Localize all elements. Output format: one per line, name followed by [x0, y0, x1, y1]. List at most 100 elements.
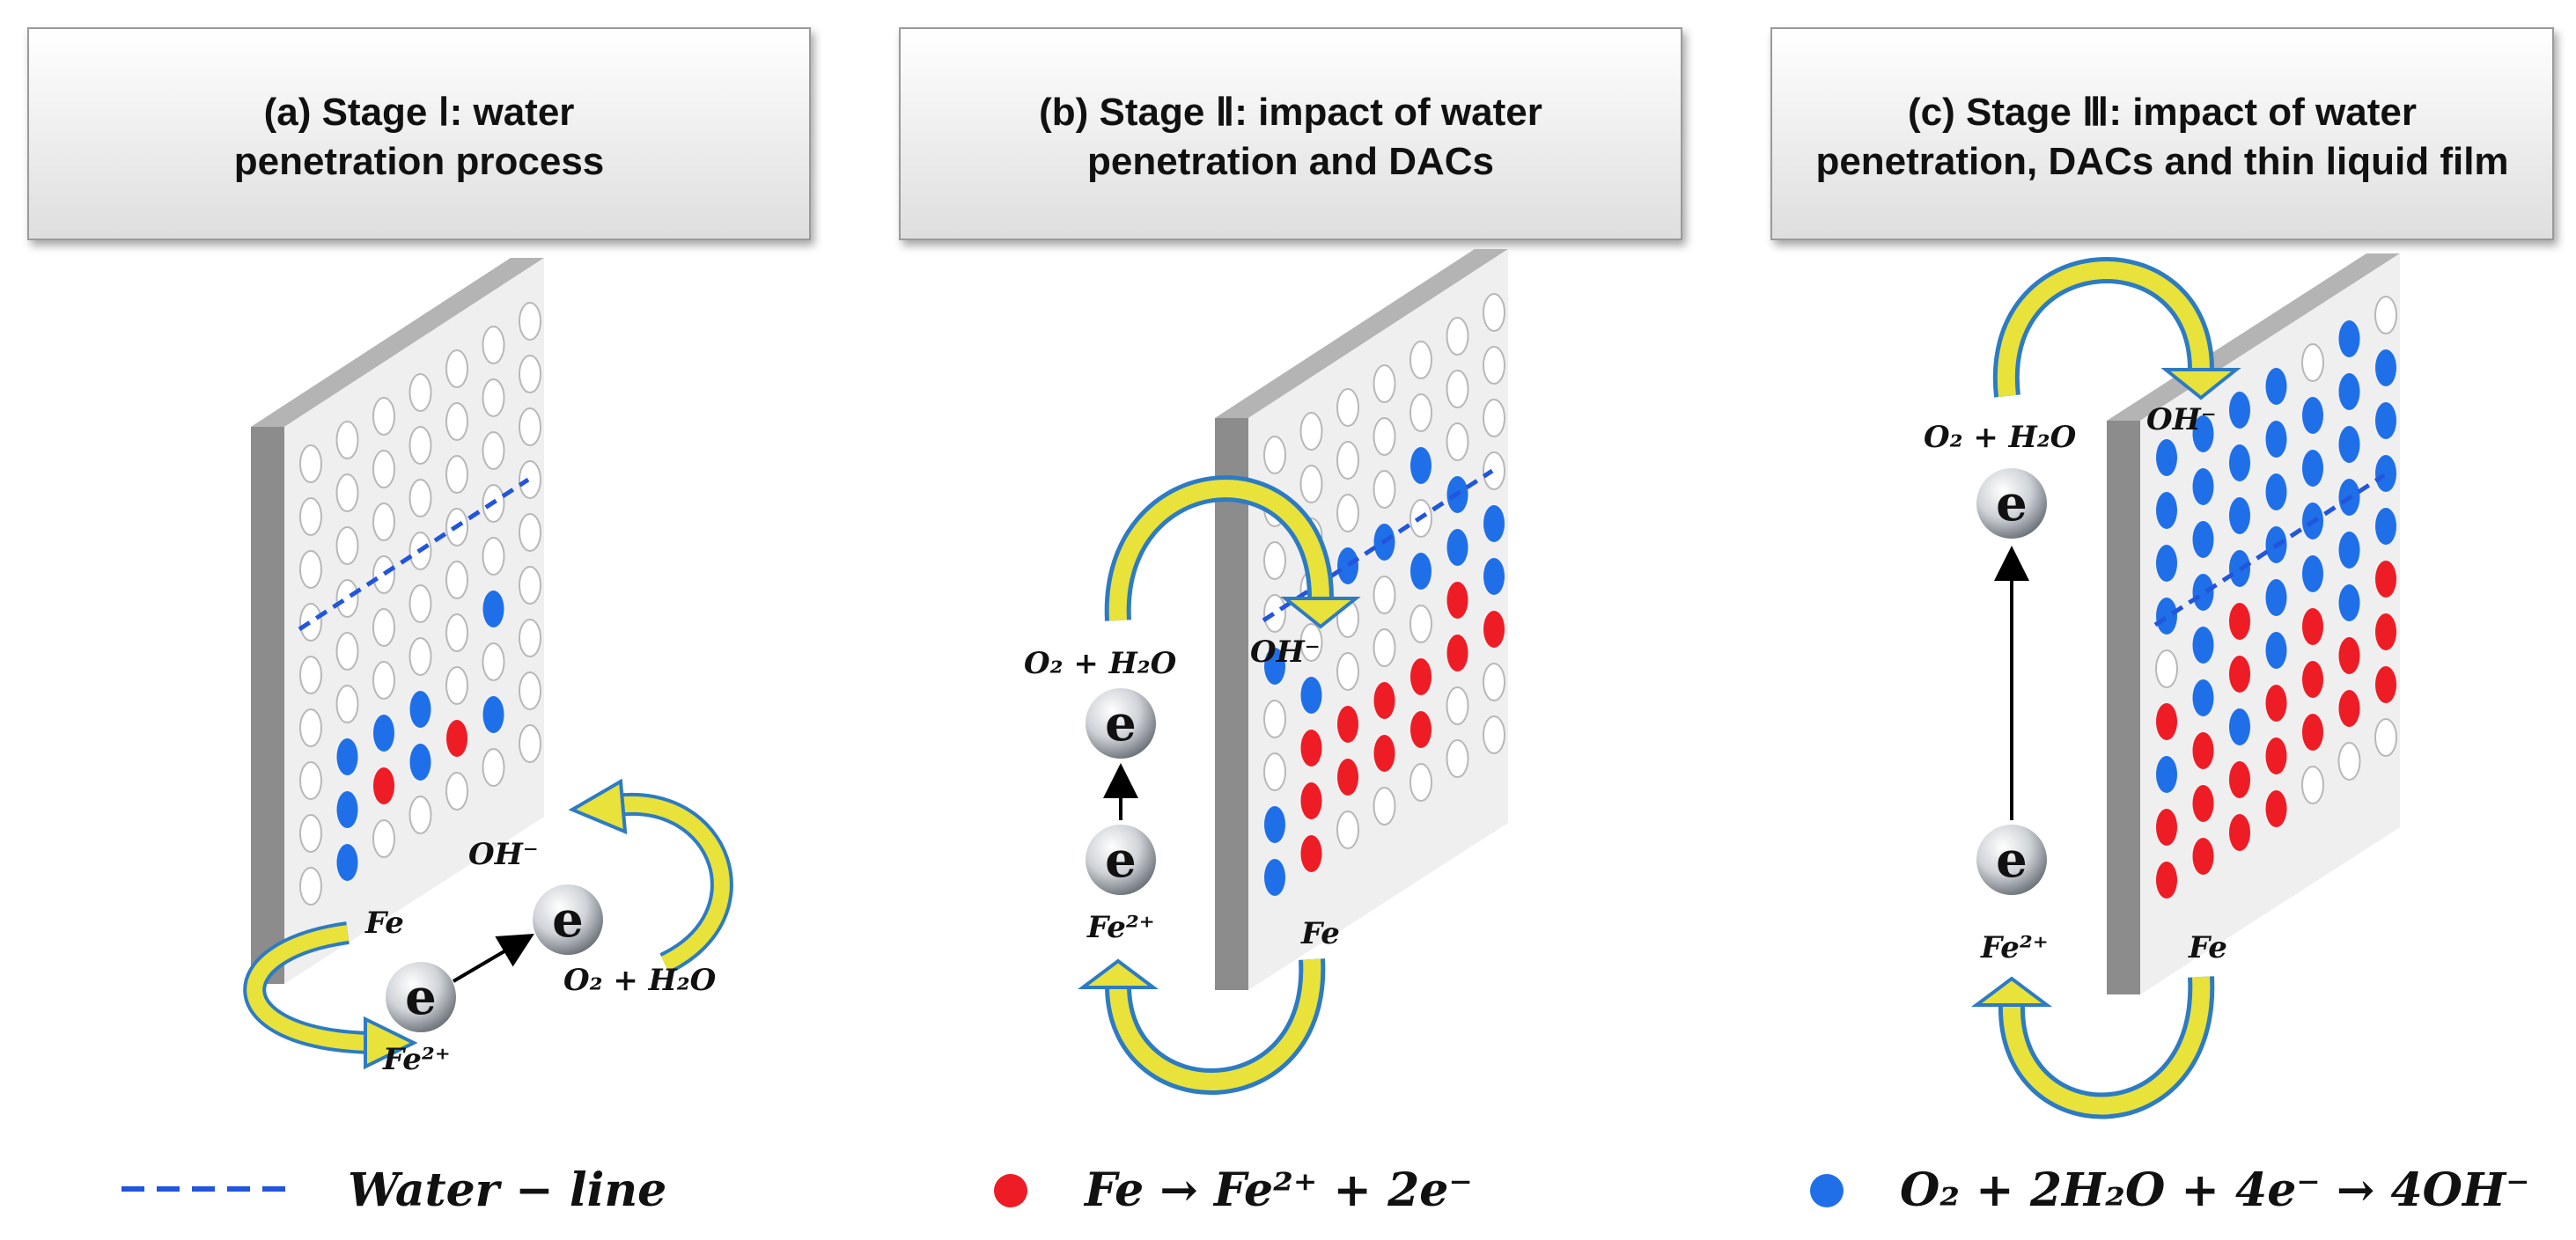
fe-site: [1410, 658, 1432, 695]
oh-site: [2156, 756, 2177, 793]
oh-site: [482, 591, 504, 627]
empty-site: [1299, 623, 1323, 662]
empty-site: [1373, 787, 1396, 825]
oh-site: [1483, 505, 1505, 542]
oh-site: [1337, 547, 1358, 584]
panel-a-title-line1: (a) Stage Ⅰ: water: [264, 91, 575, 134]
oh-site: [409, 744, 431, 781]
fe-site: [1483, 611, 1505, 648]
empty-site: [2337, 742, 2361, 781]
empty-site: [1263, 594, 1286, 633]
panel-b-title-line2: penetration and DACs: [1087, 140, 1494, 183]
legend-fe-swatch: [994, 1174, 1027, 1207]
fe-site: [1337, 706, 1358, 743]
fe-site: [2265, 790, 2287, 827]
fe-site: [2302, 608, 2323, 645]
empty-site: [519, 619, 541, 657]
empty-site: [335, 421, 359, 459]
fe-site: [2265, 685, 2287, 722]
fe-site: [2229, 603, 2250, 640]
panel-c-title-line2: penetration, DACs and thin liquid film: [1815, 140, 2508, 183]
oh-site: [2338, 373, 2360, 410]
empty-site: [1336, 811, 1359, 849]
empty-site: [482, 642, 505, 681]
panel-a-label-oh: OH⁻: [468, 837, 539, 872]
panel-b-label-oh: OH⁻: [1250, 635, 1321, 670]
oh-site: [1410, 447, 1432, 484]
empty-site: [372, 397, 395, 436]
fe-site: [373, 767, 394, 804]
panel-b-water-line: [1262, 468, 1494, 623]
oh-site: [2265, 579, 2287, 616]
fe-site: [2156, 703, 2177, 740]
fe-site: [2229, 814, 2250, 851]
fe-site: [2192, 838, 2214, 875]
legend-oh-reaction: O₂ + 2H₂O + 4e⁻ → 4OH⁻: [1900, 1163, 2530, 1217]
empty-site: [408, 373, 432, 412]
panel-c-header: (c) Stage Ⅲ: impact of water penetration…: [1770, 27, 2554, 240]
empty-site: [2301, 766, 2324, 804]
empty-site: [1409, 393, 1432, 432]
oh-site: [2156, 439, 2177, 476]
empty-site: [408, 584, 432, 623]
panel-c-label-fe2: Fe²⁺: [1980, 930, 2049, 965]
fe-site: [1373, 682, 1395, 719]
empty-site: [335, 685, 359, 723]
empty-site: [1483, 293, 1505, 332]
oh-site: [2156, 492, 2177, 529]
empty-site: [2301, 343, 2324, 382]
oh-site: [2338, 426, 2360, 463]
oh-site: [1446, 529, 1468, 566]
panel-a-title-line2: penetration process: [234, 140, 605, 183]
empty-site: [299, 603, 322, 642]
panel-a-label-o2: O₂ + H₂O: [563, 963, 717, 998]
svg-text:e: e: [552, 891, 584, 949]
panel-c-label-o2: O₂ + H₂O: [1924, 420, 2077, 455]
empty-site: [519, 671, 541, 710]
empty-site: [2155, 649, 2178, 688]
empty-site: [299, 708, 322, 747]
fe-site: [2156, 862, 2177, 899]
empty-site: [1446, 370, 1469, 408]
oh-site: [2192, 468, 2214, 505]
empty-site: [299, 814, 322, 853]
oh-site: [2265, 421, 2287, 458]
empty-site: [299, 550, 322, 589]
oh-site: [2338, 320, 2360, 357]
oh-site: [1300, 677, 1322, 714]
empty-site: [1263, 436, 1286, 474]
fe-site: [1300, 730, 1322, 767]
panel-b-label-fe: Fe: [1300, 916, 1340, 951]
fe-site: [2192, 732, 2214, 769]
empty-site: [445, 349, 468, 388]
empty-site: [1446, 686, 1469, 725]
empty-site: [1299, 465, 1323, 503]
svg-text:e: e: [1996, 474, 2028, 532]
panel-c-title-line1: (c) Stage Ⅲ: impact of water: [1908, 91, 2417, 134]
oh-site: [2229, 708, 2250, 745]
oh-site: [2192, 521, 2214, 558]
empty-site: [482, 748, 505, 787]
empty-site: [1336, 441, 1359, 480]
oh-site: [2192, 574, 2214, 611]
empty-site: [482, 326, 505, 364]
empty-site: [445, 402, 468, 441]
oh-site: [373, 715, 394, 752]
empty-site: [445, 561, 468, 599]
svg-text:e: e: [1996, 831, 2028, 889]
oh-site: [2375, 402, 2396, 439]
legend-fe-reaction: Fe → Fe²⁺ + 2e⁻: [1083, 1163, 1473, 1217]
empty-site: [372, 555, 395, 594]
empty-site: [445, 666, 468, 705]
oh-site: [2156, 545, 2177, 582]
svg-text:e: e: [1105, 694, 1137, 752]
empty-site: [1373, 364, 1396, 403]
fe-site: [1446, 635, 1468, 671]
oh-site: [2375, 508, 2396, 545]
panel-b-plate: [1215, 249, 1508, 990]
empty-site: [2374, 718, 2397, 757]
legend-water-line-label: Water − line: [348, 1163, 666, 1217]
empty-site: [372, 819, 395, 858]
fe-site: [1373, 735, 1395, 772]
